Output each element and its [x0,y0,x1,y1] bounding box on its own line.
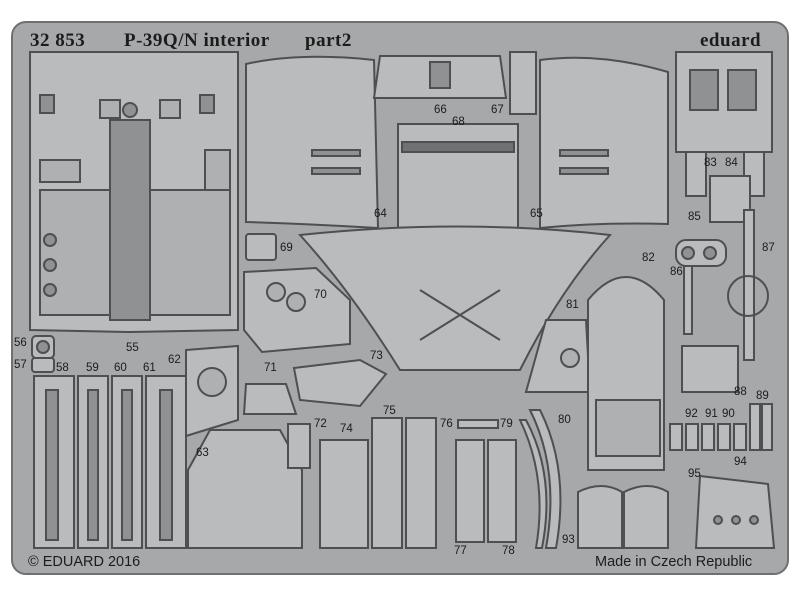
part-77 [455,439,485,543]
part-79 [457,419,499,429]
part-number: 93 [562,534,575,546]
part-number: 63 [196,447,209,459]
part-55-center-channel [109,119,151,321]
part-number: 56 [14,337,27,349]
part-72 [287,423,311,469]
part-number: 62 [168,354,181,366]
part-number: 61 [143,362,156,374]
part-73 [292,358,388,408]
part-63 [187,429,303,549]
part-67 [509,51,537,115]
part-number: 95 [688,468,701,480]
part-number: 83 [704,157,717,169]
part-74 [319,439,369,549]
part-number: 57 [14,359,27,371]
part-number: 85 [688,211,701,223]
part-number: 89 [756,390,769,402]
part-75 [371,417,403,549]
part-number: 69 [280,242,293,254]
part-number: 94 [734,456,747,468]
part-number: 74 [340,423,353,435]
brand-logo: eduard [700,30,762,51]
part-95 [694,474,776,549]
fret-code: 32 853 [30,30,86,51]
fret-part: part2 [305,30,352,51]
part-76 [405,417,437,549]
part-93 [577,485,623,549]
part-68-lower-panel [297,225,613,371]
origin-text: Made in Czech Republic [595,554,753,570]
part-number: 76 [440,418,453,430]
part-87 [743,209,755,361]
parts-89-92 [669,403,773,451]
part-number: 59 [86,362,99,374]
part-number: 72 [314,418,327,430]
part-number: 82 [642,252,655,264]
part-number: 71 [264,362,277,374]
part-number: 77 [454,545,467,557]
part-80 [528,409,562,549]
part-78 [487,439,517,543]
part-number: 75 [383,405,396,417]
part-number: 68 [452,116,465,128]
part-number: 55 [126,342,139,354]
part-number: 86 [670,266,683,278]
part-number: 79 [500,418,513,430]
part-69 [245,233,277,261]
part-number: 64 [374,208,387,220]
copyright-text: © EDUARD 2016 [28,554,141,570]
part-number: 92 [685,408,698,420]
part-number: 80 [558,414,571,426]
part-88 [681,345,739,393]
part-number: 65 [530,208,543,220]
part-number: 90 [722,408,735,420]
part-number: 66 [434,104,447,116]
part-71 [242,383,298,415]
part-number: 70 [314,289,327,301]
part-number: 60 [114,362,127,374]
part-number: 91 [705,408,718,420]
part-number: 58 [56,362,69,374]
part-65-door [539,56,669,230]
part-number: 78 [502,545,515,557]
part-number: 88 [734,386,747,398]
part-64-door [245,55,380,230]
part-number: 87 [762,242,775,254]
part-number: 84 [725,157,738,169]
part-number: 81 [566,299,579,311]
part-number: 73 [370,350,383,362]
part-57 [31,357,55,373]
fret-title: P-39Q/N interior [124,30,270,51]
part-number: 67 [491,104,504,116]
